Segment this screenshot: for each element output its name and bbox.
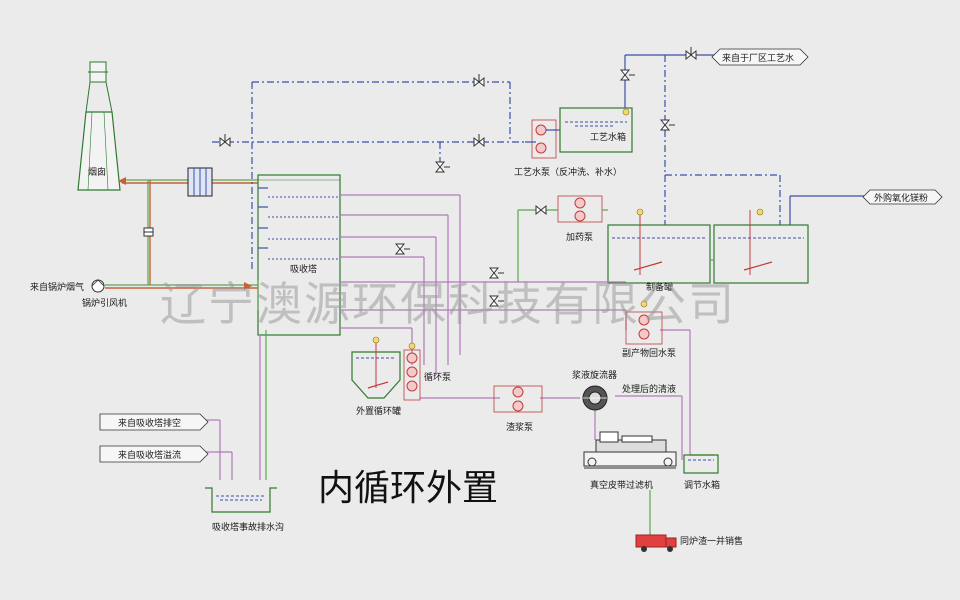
external-circulation-tank <box>351 340 401 399</box>
boiler-flue-gas-label: 来自锅炉烟气 <box>30 281 84 293</box>
induced-draft-fan-label: 锅炉引风机 <box>82 297 127 309</box>
process-water-pump-label: 工艺水泵（反冲洗、补水） <box>514 166 622 178</box>
valve-icon <box>394 243 410 255</box>
valve-icon <box>685 47 697 61</box>
process-water-pumps <box>525 119 560 159</box>
damper-icon <box>143 227 154 237</box>
truck-icon <box>635 534 677 552</box>
instrument-markers <box>372 108 764 350</box>
hydrocyclone <box>582 385 608 411</box>
valve-icon <box>659 119 675 131</box>
slurry-prep-tank <box>607 210 809 284</box>
circulation-pump-label: 循环泵 <box>424 371 451 383</box>
valve-icon <box>473 74 485 88</box>
dosing-pump <box>518 195 608 223</box>
chimney-label: 烟囱 <box>88 166 106 178</box>
mgo-source-tag <box>862 189 943 205</box>
process-water-source-tag <box>711 48 809 66</box>
absorber-vent-label: 来自吸收塔排空 <box>118 417 181 429</box>
circulation-pumps <box>403 349 421 401</box>
chimney <box>77 61 121 191</box>
absorber-overflow-label: 来自吸收塔溢流 <box>118 449 181 461</box>
process-water-tank-label: 工艺水箱 <box>590 131 626 143</box>
byproduct-pump-label: 副产物回水泵 <box>622 347 676 359</box>
absorber-vent-tag <box>99 413 209 431</box>
slurry-pump-label: 渣浆泵 <box>506 421 533 433</box>
diagram-title: 内循环外置 <box>318 468 498 509</box>
flue-gas-lines <box>105 177 258 290</box>
regulating-water-tank <box>683 454 719 474</box>
slurry-lines <box>205 194 691 480</box>
ggh-heat-exchanger <box>187 167 213 197</box>
valve-icon <box>488 295 504 307</box>
absorber-label: 吸收塔 <box>290 263 317 275</box>
valve-icon <box>434 161 450 173</box>
regulating-tank-label: 调节水箱 <box>684 479 720 491</box>
belt-filter-label: 真空皮带过滤机 <box>590 479 653 491</box>
absorber-overflow-tag <box>99 445 209 463</box>
byproduct-return-pump <box>625 311 663 345</box>
fan-icon <box>91 279 105 293</box>
treated-clear-liquid-label: 处理后的清液 <box>622 383 676 395</box>
slurry-pump <box>493 385 543 413</box>
valve-icon <box>473 134 485 148</box>
dosing-pump-label: 加药泵 <box>566 232 593 243</box>
valve-icon <box>219 134 231 148</box>
process-water-source-label: 来自于厂区工艺水 <box>722 52 794 64</box>
external-circ-tank-label: 外置循环罐 <box>356 405 401 417</box>
emergency-trench-label: 吸收塔事故排水沟 <box>212 521 284 533</box>
emergency-drain-trench <box>205 487 277 513</box>
valve-icon <box>619 69 635 81</box>
absorber-tower <box>257 174 341 336</box>
mgo-source-label: 外购氧化镁粉 <box>874 192 928 204</box>
process-water-lines <box>212 54 870 270</box>
process-water-tank <box>559 107 633 153</box>
vacuum-belt-filter <box>583 431 677 469</box>
hydrocyclone-label: 浆液旋流器 <box>572 369 617 381</box>
watermark: 辽宁澳源环保科技有限公司 <box>160 277 736 331</box>
valve-icon <box>488 267 504 279</box>
furnace-sale-label: 同炉渣一并销售 <box>680 535 743 547</box>
slurry-tank-label: 制备罐 <box>646 281 673 293</box>
